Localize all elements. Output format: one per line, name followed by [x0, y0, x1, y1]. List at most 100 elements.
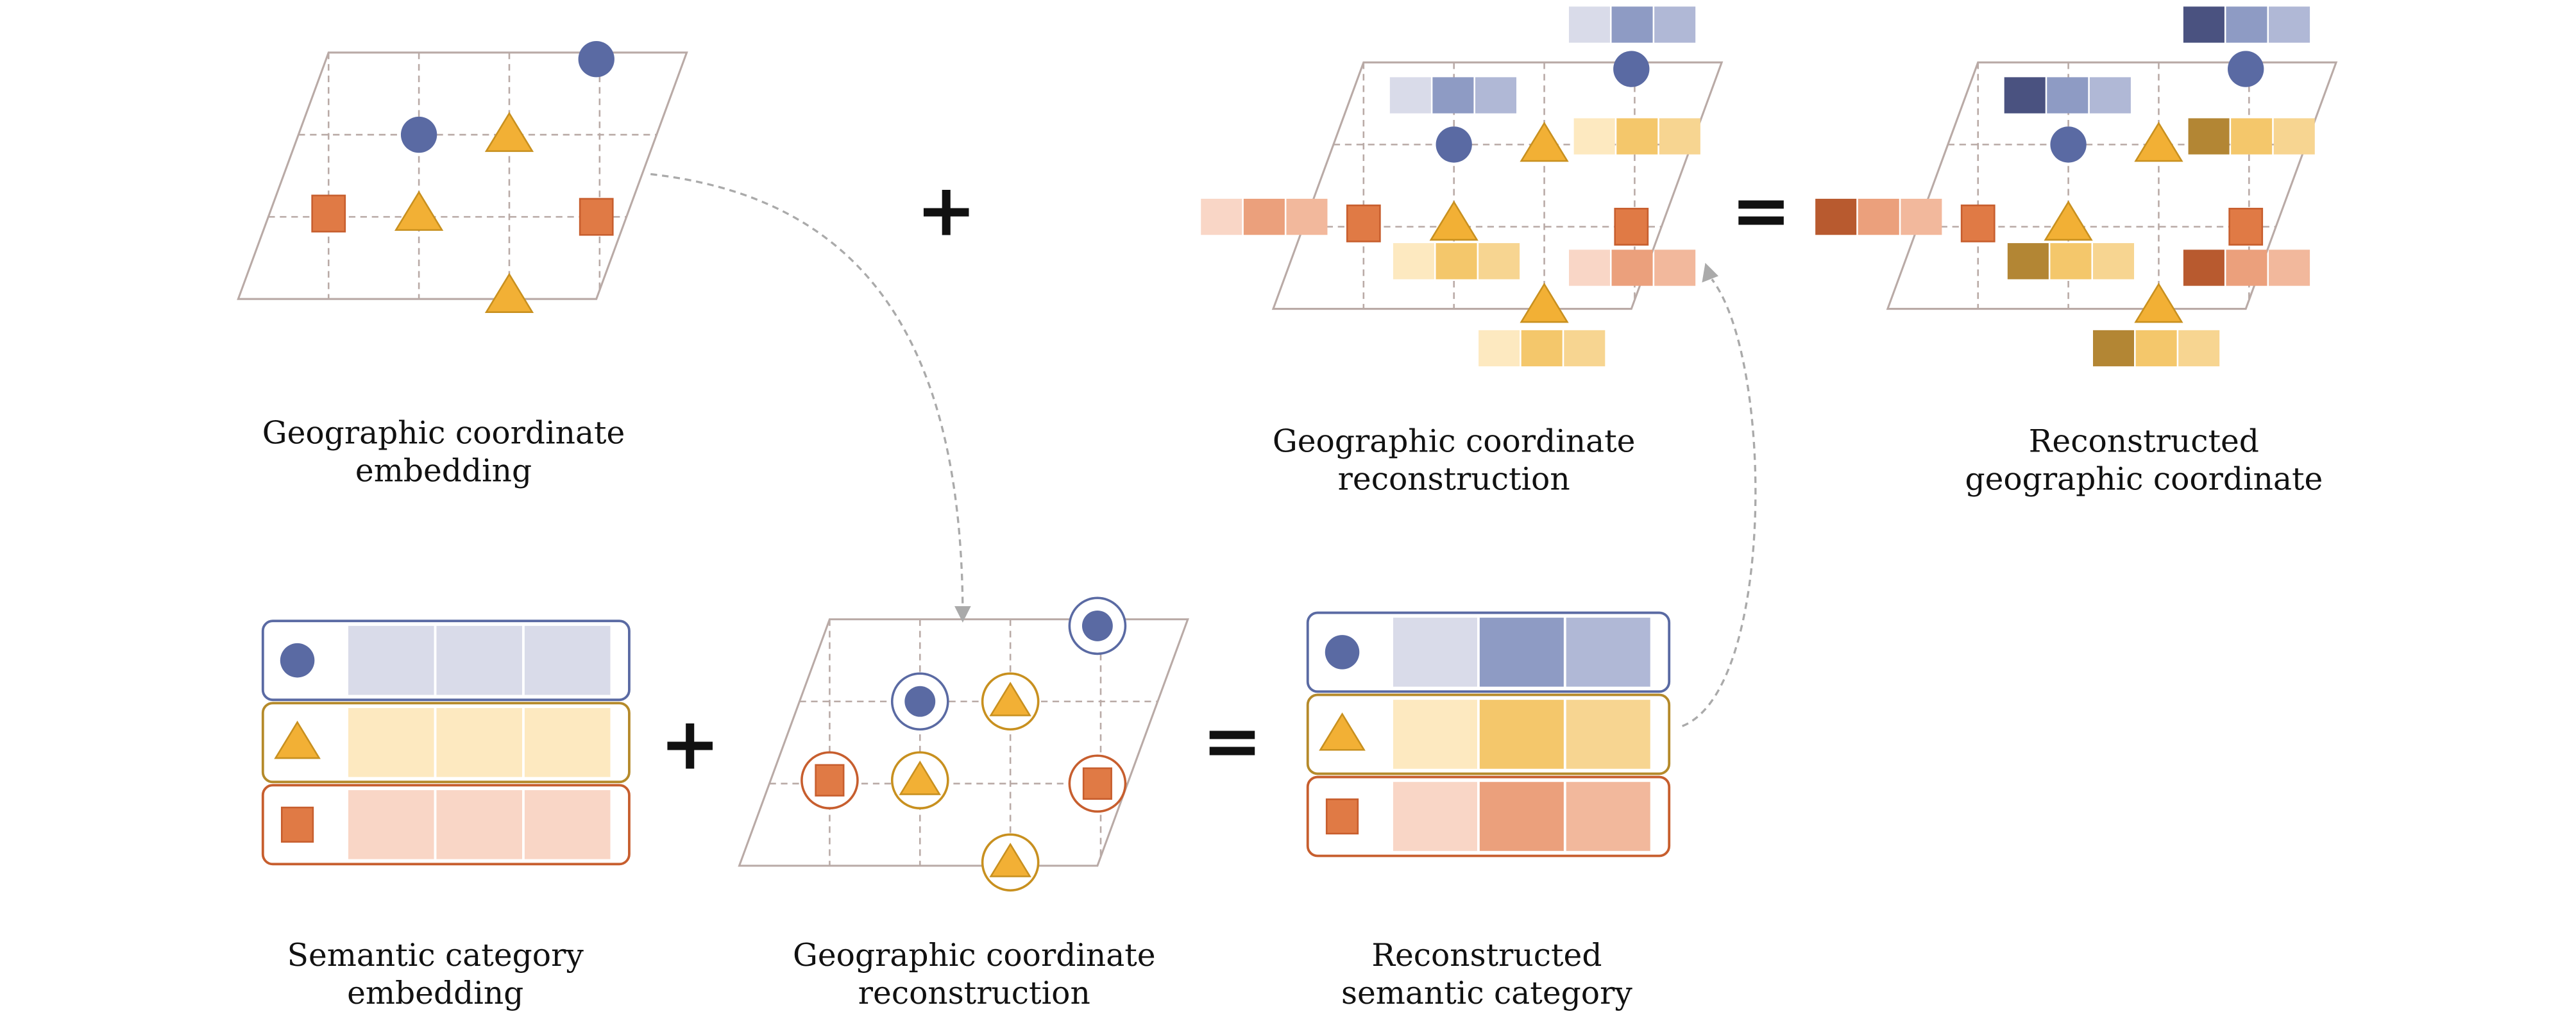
equals-sign-top: =	[1731, 167, 1791, 252]
plus-sign-top: +	[916, 167, 976, 252]
blue-vector-bar	[2004, 77, 2131, 114]
vector-cell	[2183, 6, 2224, 43]
embedding-cell	[436, 790, 523, 859]
orange-vector-bar	[1568, 249, 1696, 286]
triangle-icon	[1520, 121, 1569, 162]
embedding-cell	[436, 625, 523, 695]
triangle-icon	[989, 681, 1031, 716]
vector-cell	[1654, 6, 1696, 43]
vector-cell	[2093, 330, 2135, 367]
blue-vector-bar	[2183, 6, 2310, 43]
vector-cell	[1243, 198, 1285, 235]
vector-cell	[2093, 243, 2135, 280]
square-icon	[1960, 204, 1996, 242]
circle-icon	[280, 643, 315, 678]
table-reconstructed-semantic	[1306, 611, 1671, 857]
caption-reconstructed-geo-1: Reconstructed	[2029, 423, 2259, 459]
triangle-icon	[274, 720, 321, 759]
vector-cell	[1389, 77, 1431, 114]
vector-cell	[1568, 249, 1610, 286]
caption-geo-reconstruction-top-1: Geographic coordinate	[1273, 423, 1636, 459]
arrowhead-down	[954, 606, 971, 623]
vector-cell	[2226, 6, 2267, 43]
circle-category-row	[261, 620, 631, 702]
equals-sign-bottom: =	[1202, 698, 1262, 783]
vector-cell	[1654, 249, 1696, 286]
caption-reconstructed-semantic-1: Reconstructed	[1371, 938, 1602, 974]
vector-cell	[1568, 6, 1610, 43]
embedding-cell	[1393, 700, 1477, 769]
yellow-vector-bar	[1393, 243, 1520, 280]
square-icon	[280, 806, 314, 843]
circle-icon	[1081, 610, 1113, 641]
grid-outline	[738, 618, 1189, 867]
vector-cell	[2047, 77, 2089, 114]
embedding-cell	[348, 707, 434, 777]
square-icon	[311, 194, 346, 233]
circle-icon	[1613, 51, 1650, 87]
caption-semantic-embedding-1: Semantic category	[287, 938, 584, 974]
triangle-category-row	[261, 702, 631, 784]
embedding-cell	[1479, 700, 1564, 769]
vector-cell	[1901, 198, 1942, 235]
embedding-cell	[1393, 782, 1477, 851]
vector-cell	[1815, 198, 1857, 235]
vector-cell	[1479, 330, 1520, 367]
vector-cell	[1286, 198, 1328, 235]
vector-cell	[2269, 249, 2310, 286]
triangle-icon	[1429, 200, 1479, 241]
square-icon	[815, 764, 845, 797]
square-icon	[1325, 798, 1359, 835]
embedding-cell	[348, 625, 434, 695]
vector-cell	[2226, 249, 2267, 286]
triangle-icon	[989, 842, 1031, 877]
caption-reconstructed-semantic-2: semantic category	[1341, 975, 1632, 1011]
caption-geo-reconstruction-bottom-2: reconstruction	[858, 975, 1090, 1011]
panel-geo-embedding	[237, 41, 688, 313]
vector-cell	[2183, 249, 2224, 286]
vector-cell	[1393, 243, 1434, 280]
yellow-vector-bar	[2188, 118, 2315, 155]
vector-cell	[1475, 77, 1517, 114]
plus-sign-bottom: +	[660, 702, 720, 786]
embedding-cell	[524, 625, 611, 695]
panel-reconstructed-geo	[1815, 6, 2338, 367]
embedding-cell	[524, 790, 611, 859]
yellow-vector-bar	[1479, 330, 1606, 367]
vector-cell	[1858, 198, 1899, 235]
embedding-cell	[348, 790, 434, 859]
caption-geo-embedding-2: embedding	[355, 453, 532, 489]
square-category-row	[1306, 775, 1671, 857]
caption-semantic-embedding-2: embedding	[347, 975, 523, 1011]
blue-vector-bar	[1568, 6, 1696, 43]
circle-icon	[578, 41, 614, 78]
caption-reconstructed-geo-2: geographic coordinate	[1965, 461, 2323, 497]
triangle-icon	[394, 190, 444, 231]
circle-icon	[1325, 635, 1360, 670]
circle-icon	[2228, 51, 2264, 87]
vector-cell	[1611, 6, 1653, 43]
blue-vector-bar	[1389, 77, 1517, 114]
panel-geo-reconstruction-top	[1201, 6, 1724, 367]
arrow-embedding-to-reconstruction	[650, 173, 964, 611]
vector-cell	[1564, 330, 1606, 367]
triangle-icon	[2134, 121, 2183, 162]
embedding-cell	[524, 707, 611, 777]
orange-vector-bar	[1815, 198, 1942, 235]
square-category-row	[261, 784, 631, 866]
embedding-cell	[1566, 618, 1650, 687]
vector-cell	[2004, 77, 2046, 114]
orange-vector-bar	[2183, 249, 2310, 286]
circle-icon	[1436, 126, 1472, 163]
embedding-cell	[1393, 618, 1477, 687]
vector-cell	[2007, 243, 2049, 280]
vector-cell	[2269, 6, 2310, 43]
captions: Geographic coordinate embedding Geograph…	[262, 416, 2323, 1011]
table-semantic-embedding	[261, 620, 631, 866]
vector-cell	[1201, 198, 1242, 235]
vector-cell	[1616, 118, 1658, 155]
caption-geo-embedding-1: Geographic coordinate	[262, 416, 625, 452]
caption-geo-reconstruction-top-2: reconstruction	[1338, 461, 1570, 497]
arrowhead-up	[1702, 262, 1719, 283]
